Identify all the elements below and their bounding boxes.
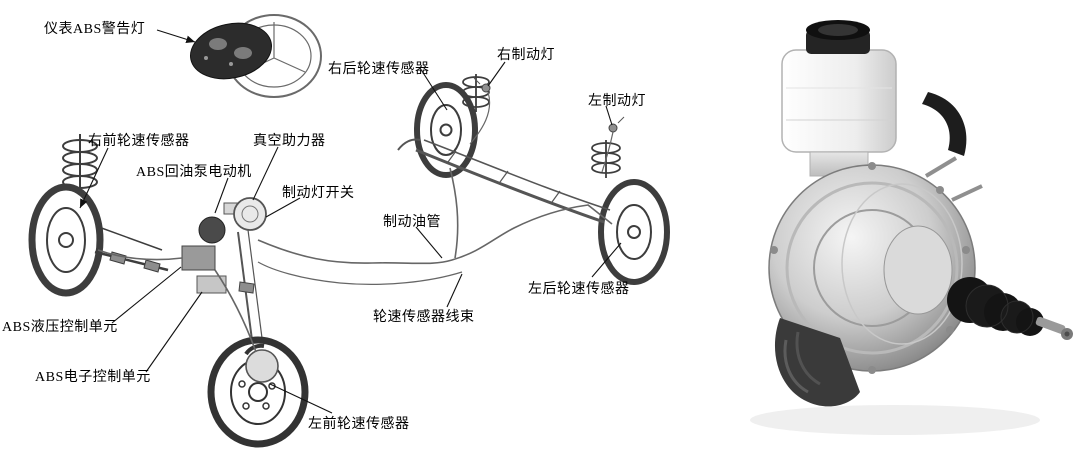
label-brake-light-switch: 制动灯开关	[282, 186, 355, 201]
brake-pipes-icon	[97, 91, 614, 353]
label-vacuum-booster: 真空助力器	[253, 134, 326, 149]
chassis-diagram-area: 仪表ABS警告灯 右后轮速传感器 右制动灯 左制动灯 右前轮速传感器 真空助力器…	[2, 14, 670, 448]
instrument-cluster-icon	[190, 22, 272, 80]
pushrod-boot	[947, 277, 1073, 340]
label-abs-return-pump-motor: ABS回油泵电动机	[136, 165, 252, 180]
leader-lines	[79, 29, 622, 414]
booster-photo-area	[720, 0, 1080, 453]
chassis-line-art	[28, 14, 670, 448]
bleeder-lever	[922, 92, 967, 156]
rear-right-wheel-icon	[414, 74, 490, 178]
booster-body	[768, 156, 983, 374]
front-right-wheel-icon	[207, 336, 309, 448]
fluid-reservoir	[781, 20, 897, 177]
photo-shadow	[750, 405, 1040, 435]
front-left-wheel-icon	[28, 134, 169, 297]
label-wheel-speed-sensor-harness: 轮速传感器线束	[373, 310, 475, 325]
label-left-rear-wheel-speed-sensor: 左后轮速传感器	[528, 282, 630, 297]
brake-light-bulb-icons	[473, 77, 625, 133]
rear-left-wheel-icon	[591, 140, 670, 285]
label-brake-oil-pipe: 制动油管	[383, 215, 441, 230]
label-right-rear-wheel-speed-sensor: 右后轮速传感器	[328, 62, 430, 77]
label-right-brake-light: 右制动灯	[497, 48, 555, 63]
label-abs-electronic-control-unit: ABS电子控制单元	[35, 370, 151, 385]
label-left-front-wheel-speed-sensor: 左前轮速传感器	[308, 417, 410, 432]
label-abs-hydraulic-control-unit: ABS液压控制单元	[2, 320, 118, 335]
pump-housing	[774, 318, 860, 407]
label-left-brake-light: 左制动灯	[588, 94, 646, 109]
label-right-front-wheel-speed-sensor: 右前轮速传感器	[88, 134, 190, 149]
rear-axle-icon	[397, 138, 611, 224]
booster-photo	[750, 20, 1073, 435]
label-abs-warning-light: 仪表ABS警告灯	[44, 22, 146, 37]
abs-assembly-icon	[181, 197, 267, 341]
